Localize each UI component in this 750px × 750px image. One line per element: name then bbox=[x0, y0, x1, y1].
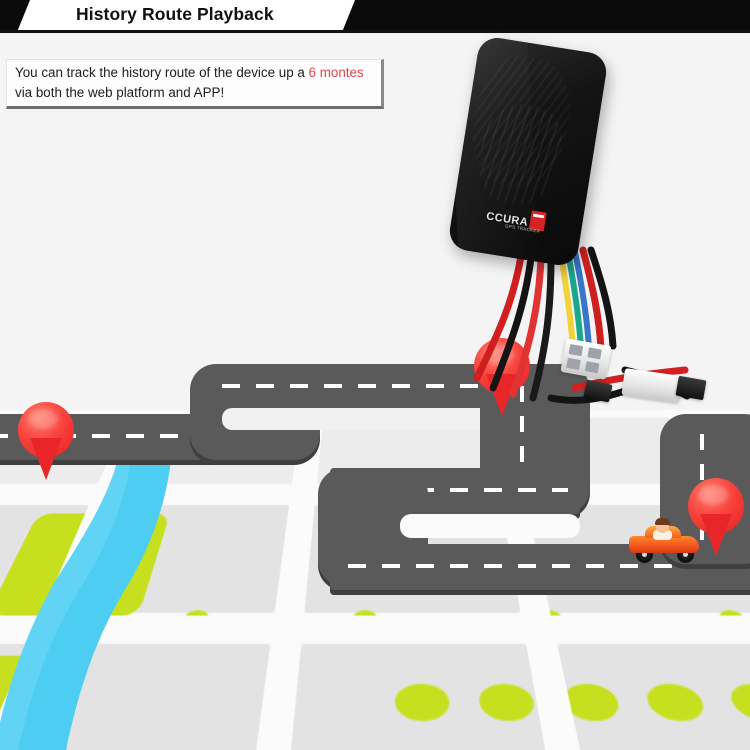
page-title: History Route Playback bbox=[76, 0, 376, 30]
description-text: You can track the history route of the d… bbox=[15, 63, 377, 103]
description-box: You can track the history route of the d… bbox=[6, 59, 384, 109]
connector-pin bbox=[569, 344, 584, 356]
driver-hair bbox=[655, 518, 670, 525]
tracked-car[interactable] bbox=[625, 518, 703, 564]
road-inner-notch bbox=[400, 514, 580, 538]
header-divider-highlight bbox=[0, 33, 750, 35]
connector-pin bbox=[566, 358, 581, 370]
pin-gloss bbox=[698, 485, 728, 505]
river bbox=[0, 450, 300, 750]
pin-tip-icon bbox=[700, 514, 732, 556]
connector-pin bbox=[587, 347, 602, 359]
lane-dashes bbox=[348, 564, 748, 568]
header-banner: History Route Playback bbox=[0, 0, 750, 30]
description-line-2: via both the web platform and APP! bbox=[15, 85, 224, 100]
gps-tracker-device: CCURA GPS TRACKER bbox=[455, 42, 750, 412]
route-start-pin[interactable] bbox=[18, 402, 74, 480]
connector-pin bbox=[585, 361, 600, 373]
description-highlight: 6 montes bbox=[309, 65, 364, 80]
pin-gloss bbox=[28, 409, 58, 429]
pin-tip-icon bbox=[30, 438, 62, 480]
description-line-1-prefix: You can track the history route of the d… bbox=[15, 65, 309, 80]
